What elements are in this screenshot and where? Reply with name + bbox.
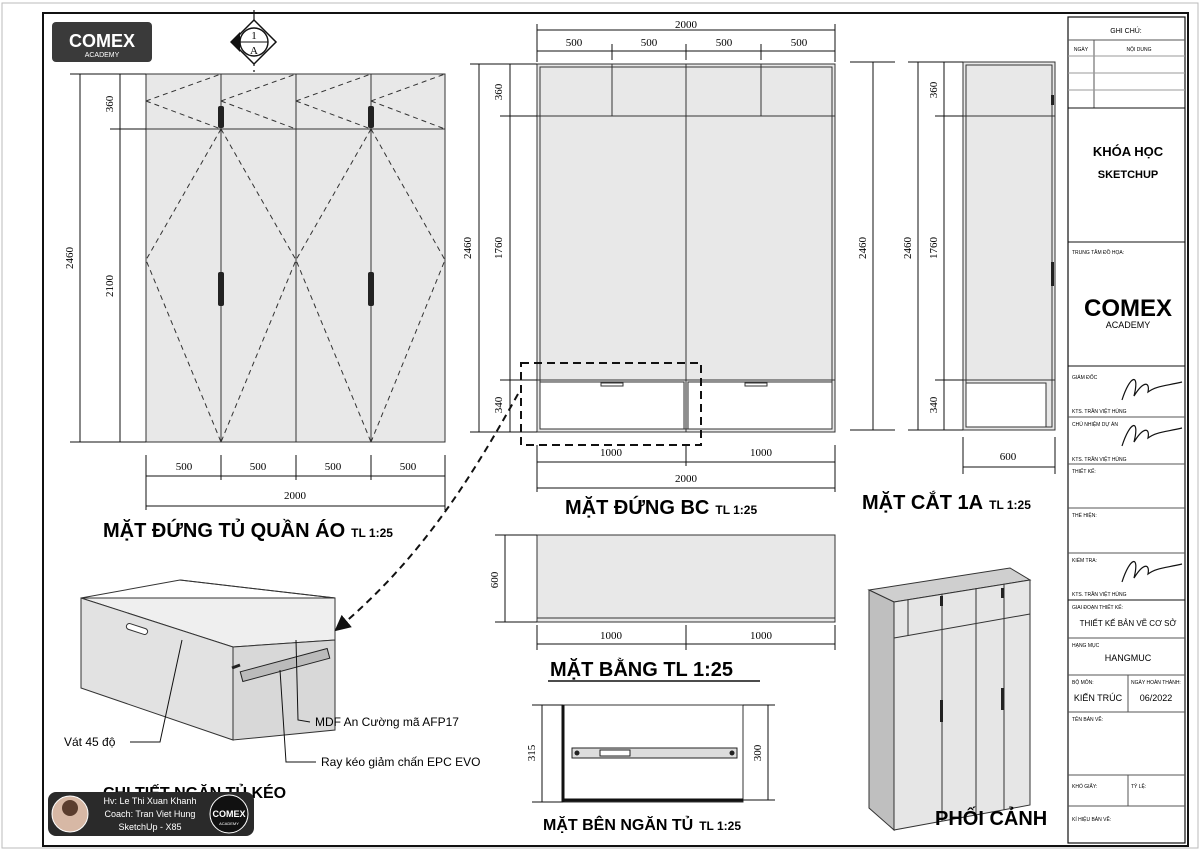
- col-date: NGÀY: [1074, 46, 1089, 53]
- project-lead-label: CHỦ NHIỆM DỰ ÁN: [1072, 420, 1118, 428]
- badge-sub: ACADEMY: [219, 821, 239, 826]
- dim-sec-h-bottom: 340: [928, 396, 940, 413]
- design-label: THIẾT KẾ:: [1072, 468, 1096, 475]
- stage-value: THIẾT KẾ BẢN VẼ CƠ SỞ: [1080, 618, 1177, 628]
- dim-drawer-h-left: 315: [526, 744, 538, 761]
- front-bc-view: 2000 500 500 500 500 360 1760 2460 340 1…: [462, 19, 836, 519]
- detail-callout-box: [520, 362, 702, 446]
- badge-brand: COMEX: [212, 809, 245, 819]
- item-label: HẠNG MỤC: [1072, 643, 1100, 649]
- title-block: GHI CHÚ: NGÀY NỘI DUNG KHÓA HỌC SKETCHUP…: [1067, 16, 1186, 844]
- dim-t4: 500: [791, 37, 808, 49]
- dim-w4: 500: [400, 461, 417, 473]
- finish-label: NGÀY HOÀN THÀNH:: [1131, 679, 1181, 686]
- coach-name: Coach: Tran Viet Hung: [105, 809, 196, 819]
- note-material: MDF An Cường mã AFP17: [315, 715, 459, 729]
- dim-w3: 500: [325, 461, 342, 473]
- dept-label: BỘ MÔN:: [1072, 679, 1094, 686]
- view-title-plan: MẶT BẰNG TL 1:25: [550, 657, 733, 681]
- comex-logo: COMEX ACADEMY: [52, 22, 152, 62]
- dim-w2: 500: [250, 461, 267, 473]
- dim-bc-h-mid: 1760: [493, 237, 505, 260]
- dim-b1: 1000: [600, 447, 623, 459]
- director-signature: [1121, 379, 1183, 401]
- dept-value: KIẾN TRÚC: [1074, 693, 1123, 703]
- drawing-no-label: KÍ HIỆU BẢN VẼ:: [1072, 815, 1111, 823]
- dim-drawer-h-right: 300: [752, 744, 764, 761]
- dim-plan-w2: 1000: [750, 630, 773, 642]
- dim-w-total: 2000: [284, 490, 307, 502]
- course-line1: KHÓA HỌC: [1093, 144, 1164, 159]
- plan-view: 600 1000 1000 MẶT BẰNG TL 1:25: [489, 534, 836, 682]
- check-name: KTS. TRẦN VIỆT HÙNG: [1072, 590, 1127, 598]
- center-logo: COMEX ACADEMY: [1084, 295, 1172, 330]
- dim-h-total: 2460: [64, 247, 76, 270]
- finish-value: 06/2022: [1140, 693, 1173, 703]
- course-code: SketchUp - X85: [118, 822, 181, 832]
- dim-plan-depth: 600: [489, 571, 501, 588]
- project-lead-name: KTS. TRẦN VIỆT HÙNG: [1072, 455, 1127, 463]
- dim-bc-h-bottom: 340: [493, 396, 505, 413]
- center-logo-sub: ACADEMY: [1106, 320, 1151, 330]
- sheet-border: [42, 12, 1189, 847]
- drawn-label: THỂ HIỆN:: [1072, 511, 1097, 519]
- drawer-detail-view: Vát 45 độ MDF An Cường mã AFP17 Ray kéo …: [64, 393, 519, 802]
- dim-sec-h-total: 2460: [902, 237, 914, 260]
- check-signature: [1121, 561, 1183, 583]
- notes-header: GHI CHÚ:: [1110, 26, 1142, 35]
- director-name: KTS. TRẦN VIỆT HÙNG: [1072, 407, 1127, 415]
- logo-brand: COMEX: [69, 31, 135, 51]
- course-line2: SKETCHUP: [1098, 169, 1159, 181]
- section-letter: A: [250, 45, 258, 57]
- logo-sub: ACADEMY: [85, 52, 120, 59]
- view-title-perspective: PHỐI CẢNH: [935, 806, 1047, 830]
- dim-t1: 500: [566, 37, 583, 49]
- wardrobe-front-view: 360 2100 2460 500 500 500 500 2000 MẶT Đ…: [64, 73, 446, 542]
- student-badge: Hv: Le Thi Xuan Khanh Coach: Tran Viet H…: [48, 792, 254, 836]
- dim-plan-w1: 1000: [600, 630, 623, 642]
- director-label: GIÁM ĐỐC: [1072, 374, 1098, 381]
- dim-bottom-total: 2000: [675, 473, 698, 485]
- dim-bc-h-total: 2460: [462, 237, 474, 260]
- center-logo-brand: COMEX: [1084, 295, 1172, 322]
- ratio-label: TỶ LỆ:: [1131, 782, 1146, 790]
- perspective-view: PHỐI CẢNH: [867, 567, 1047, 832]
- center-label: TRUNG TÂM ĐỒ HỌA:: [1072, 249, 1124, 256]
- dim-h-top: 360: [104, 95, 116, 112]
- dim-top-total: 2000: [675, 19, 698, 31]
- drawing-name-label: TÊN BẢN VẼ:: [1072, 715, 1103, 723]
- detail-arrow: [334, 393, 519, 632]
- section-number: 1: [251, 30, 257, 42]
- dim-sec-h-top: 360: [928, 81, 940, 98]
- student-name: Hv: Le Thi Xuan Khanh: [104, 796, 197, 806]
- dim-h-door: 2100: [104, 275, 116, 298]
- stage-label: GIAI ĐOẠN THIẾT KẾ:: [1072, 604, 1123, 611]
- item-value: HANGMUC: [1105, 653, 1152, 663]
- dim-t3: 500: [716, 37, 733, 49]
- paper-label: KHỔ GIẤY:: [1072, 783, 1097, 790]
- dim-bc-h-top: 360: [493, 83, 505, 100]
- dim-sec-h-mid: 1760: [928, 237, 940, 260]
- dim-b2: 1000: [750, 447, 773, 459]
- dim-w1: 500: [176, 461, 193, 473]
- drawer-rail: [571, 747, 738, 759]
- note-bevel: Vát 45 độ: [64, 735, 116, 749]
- col-content: NỘI DUNG: [1127, 46, 1152, 53]
- dim-t2: 500: [641, 37, 658, 49]
- drawer-rail-3d: [239, 647, 331, 683]
- check-label: KIỂM TRA:: [1072, 557, 1097, 564]
- dim-sec-depth: 600: [1000, 451, 1017, 463]
- project-lead-signature: [1121, 425, 1183, 447]
- note-rail: Ray kéo giảm chấn EPC EVO: [321, 755, 480, 769]
- dim-sec-total-right: 2460: [857, 237, 869, 260]
